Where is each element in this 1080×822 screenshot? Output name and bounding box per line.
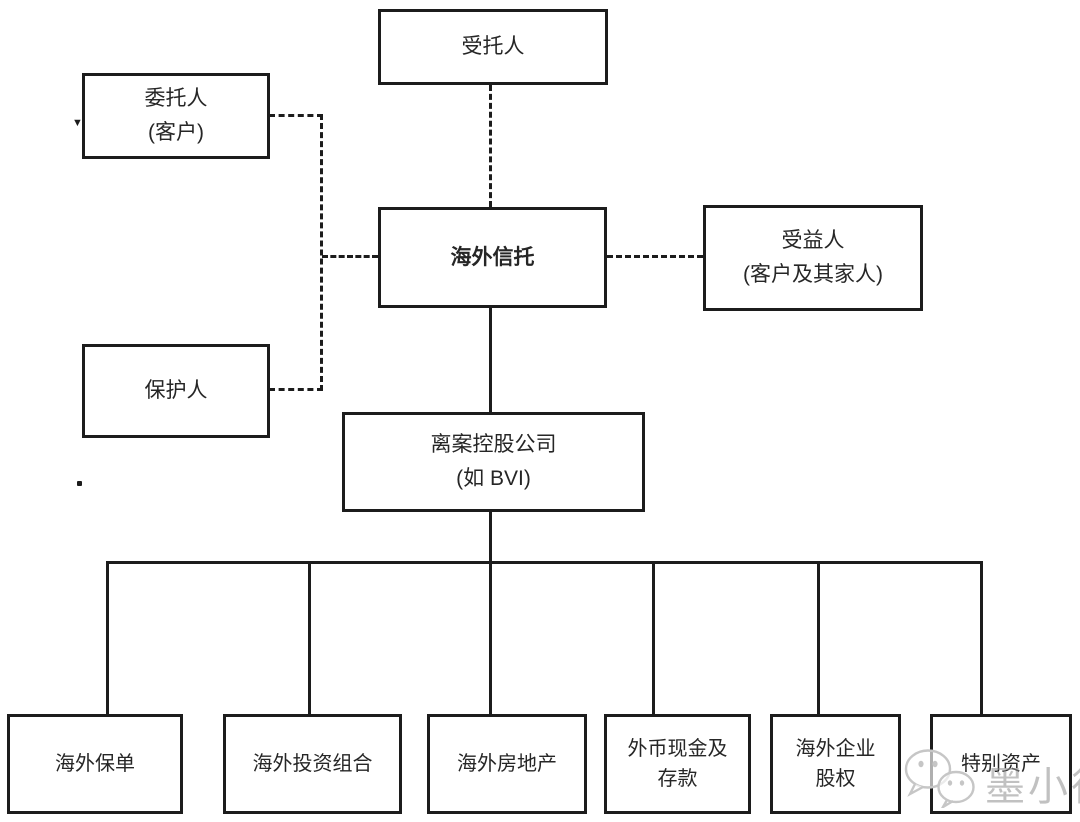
connector-protector-branch [269, 388, 323, 391]
connector-trustee-to-trust [489, 85, 492, 207]
node-settlor: 委托人 (客户) [82, 73, 270, 159]
asset-label: 海外保单 [55, 753, 135, 775]
node-overseas-company-equity: 海外企业 股权 [770, 714, 901, 814]
node-special-assets: 特别资产 [930, 714, 1072, 814]
node-offshore-holdco-line1: 离案控股公司 [430, 433, 557, 457]
node-protector-label: 保护人 [144, 379, 208, 403]
node-overseas-trust: 海外信托 [378, 207, 607, 308]
asset-label-line1: 外币现金及 [627, 738, 728, 760]
connector-trust-to-beneficiary [607, 255, 703, 258]
connector-drop-asset-4 [652, 561, 655, 714]
node-settlor-line1: 委托人 [144, 87, 208, 111]
connector-left-to-trust [322, 255, 378, 258]
node-overseas-insurance-policy: 海外保单 [7, 714, 183, 814]
connector-settlor-branch [269, 114, 323, 117]
connector-drop-asset-3 [489, 561, 492, 714]
connector-holdco-to-bus [489, 511, 492, 563]
asset-label-line2: 股权 [815, 768, 856, 790]
node-protector: 保护人 [82, 344, 270, 438]
asset-label: 特别资产 [961, 753, 1041, 775]
node-beneficiary-line2: (客户及其家人) [743, 263, 883, 286]
node-offshore-holdco: 离案控股公司 (如 BVI) [342, 412, 645, 512]
node-offshore-holdco-line2: (如 BVI) [456, 467, 531, 490]
node-overseas-real-estate: 海外房地产 [427, 714, 587, 814]
connector-drop-asset-1 [106, 561, 109, 714]
node-trustee: 受托人 [378, 9, 608, 85]
asset-label: 海外投资组合 [252, 753, 373, 775]
connector-drop-asset-6 [980, 561, 983, 714]
asset-label: 海外房地产 [457, 753, 557, 775]
node-beneficiary-line1: 受益人 [781, 229, 845, 253]
node-foreign-currency-cash-deposits: 外币现金及 存款 [604, 714, 751, 814]
node-beneficiary: 受益人 (客户及其家人) [703, 205, 923, 311]
node-settlor-line2: (客户) [148, 121, 204, 144]
node-overseas-investment-portfolio: 海外投资组合 [223, 714, 402, 814]
connector-drop-asset-5 [817, 561, 820, 714]
connector-bus [106, 561, 983, 564]
connector-left-vertical [320, 114, 323, 391]
stray-dot [77, 481, 82, 486]
node-overseas-trust-label: 海外信托 [450, 245, 535, 269]
stray-down-arrow: ▼ [72, 117, 83, 129]
node-trustee-label: 受托人 [461, 35, 525, 59]
connector-drop-asset-2 [308, 561, 311, 714]
asset-label-line2: 存款 [657, 768, 698, 790]
connector-trust-to-holdco [489, 307, 492, 413]
asset-label-line1: 海外企业 [795, 738, 876, 760]
